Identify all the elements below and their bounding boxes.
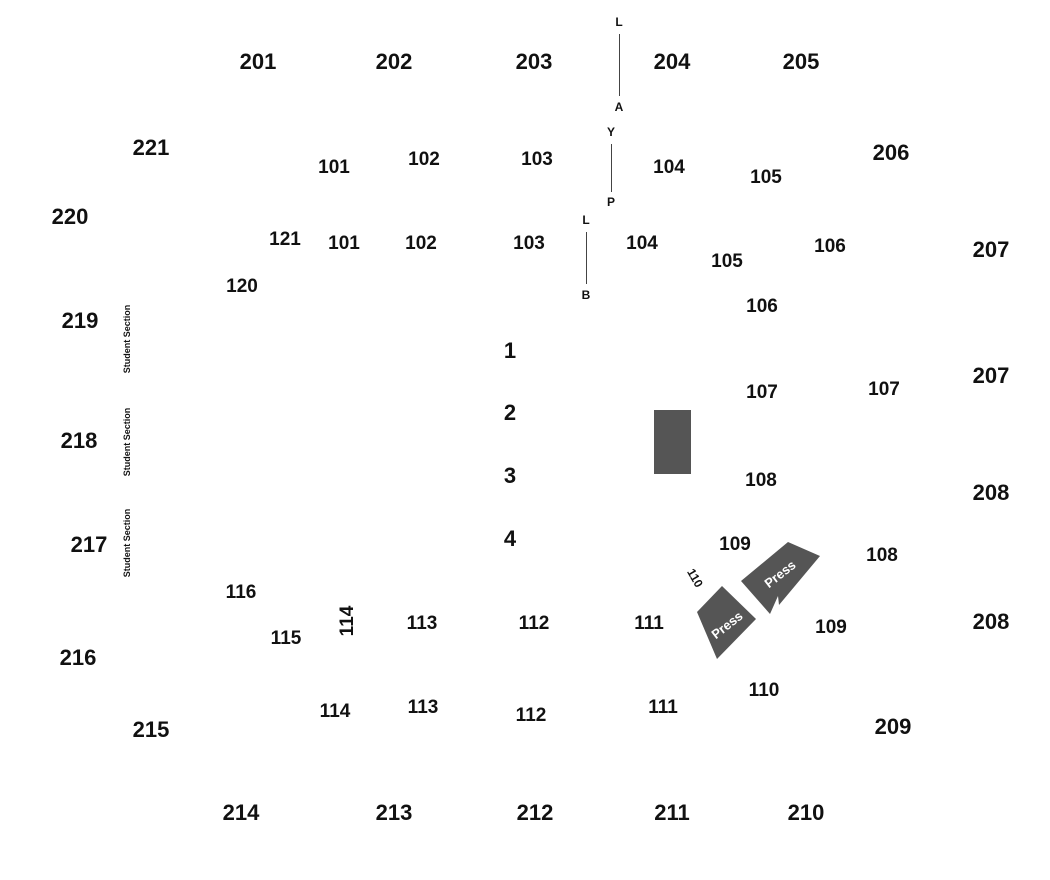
floor-row-4[interactable]: 4 [503, 526, 517, 551]
section-206[interactable]: 206 [872, 140, 910, 165]
section-205[interactable]: 205 [782, 49, 820, 74]
section-101-inner[interactable]: 101 [328, 233, 360, 254]
section-216[interactable]: 216 [59, 645, 97, 670]
section-207-a[interactable]: 207 [972, 237, 1010, 262]
section-108-outer[interactable]: 108 [866, 545, 898, 566]
section-208-a[interactable]: 208 [972, 480, 1010, 505]
section-115-outer[interactable]: 115 [270, 628, 302, 649]
floor-row-2[interactable]: 2 [503, 400, 517, 425]
section-105-inner[interactable]: 105 [711, 251, 743, 272]
floor-row-1[interactable]: 1 [503, 338, 517, 363]
play-letter-l-low: L [582, 213, 590, 227]
press-box-upper[interactable] [741, 542, 820, 614]
play-letter-l-top: L [615, 15, 623, 29]
section-207-b[interactable]: 207 [972, 363, 1010, 388]
section-213[interactable]: 213 [375, 800, 413, 825]
section-113-outer[interactable]: 113 [407, 697, 439, 718]
play-letter-y: Y [606, 125, 616, 139]
section-218[interactable]: 218 [60, 428, 98, 453]
section-121-outer[interactable]: 121 [269, 229, 301, 250]
play-line-3 [586, 232, 587, 284]
section-105-outer[interactable]: 105 [750, 167, 782, 188]
section-101-outer[interactable]: 101 [318, 157, 350, 178]
section-104-inner[interactable]: 104 [626, 233, 658, 254]
section-111-inner[interactable]: 111 [634, 613, 664, 634]
section-208-b[interactable]: 208 [972, 609, 1010, 634]
section-111-outer[interactable]: 111 [648, 697, 678, 718]
section-109-inner[interactable]: 109 [719, 534, 751, 555]
play-letter-p: P [606, 195, 616, 209]
floor-row-3[interactable]: 3 [503, 463, 517, 488]
section-114-outer[interactable]: 114 [319, 701, 351, 722]
section-107-outer[interactable]: 107 [868, 379, 900, 400]
play-line-2 [611, 144, 612, 192]
section-212[interactable]: 212 [516, 800, 554, 825]
section-204[interactable]: 204 [653, 49, 691, 74]
play-letter-b: B [581, 288, 591, 302]
section-102-inner[interactable]: 102 [405, 233, 437, 254]
section-108-inner[interactable]: 108 [745, 470, 777, 491]
stage-block [654, 410, 691, 474]
section-221[interactable]: 221 [132, 135, 170, 160]
section-201[interactable]: 201 [239, 49, 277, 74]
section-211[interactable]: 211 [654, 800, 690, 825]
play-line-1 [619, 34, 620, 96]
section-102-outer[interactable]: 102 [408, 149, 440, 170]
section-202[interactable]: 202 [375, 49, 413, 74]
section-106-outer[interactable]: 106 [814, 236, 846, 257]
section-215[interactable]: 215 [132, 717, 170, 742]
section-209[interactable]: 209 [874, 714, 912, 739]
section-103-outer[interactable]: 103 [521, 149, 553, 170]
section-103-inner[interactable]: 103 [513, 233, 545, 254]
section-109-outer[interactable]: 109 [815, 617, 847, 638]
section-214[interactable]: 214 [222, 800, 260, 825]
section-107-inner[interactable]: 107 [746, 382, 778, 403]
section-219[interactable]: 219 [61, 308, 99, 333]
press-box-lower[interactable] [697, 586, 756, 659]
section-112-inner[interactable]: 112 [518, 613, 550, 634]
section-104-outer[interactable]: 104 [653, 157, 685, 178]
section-203[interactable]: 203 [515, 49, 553, 74]
section-116-outer[interactable]: 116 [225, 582, 257, 603]
section-120-outer[interactable]: 120 [226, 276, 258, 297]
section-106-inner[interactable]: 106 [746, 296, 778, 317]
play-letter-a: A [614, 100, 624, 114]
section-113-inner[interactable]: 113 [406, 613, 438, 634]
section-220[interactable]: 220 [51, 204, 89, 229]
section-112-outer[interactable]: 112 [515, 705, 547, 726]
section-217[interactable]: 217 [70, 532, 108, 557]
section-210[interactable]: 210 [787, 800, 825, 825]
section-110-outer[interactable]: 110 [748, 680, 780, 701]
